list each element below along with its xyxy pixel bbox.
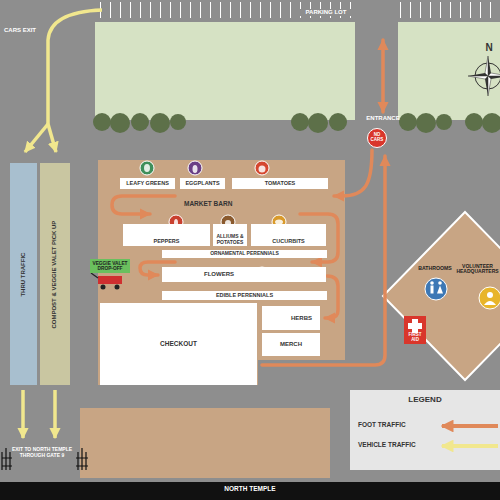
node-text: LEAFY GREENS — [126, 180, 169, 186]
node-text: NO CARS — [369, 133, 385, 143]
traffic-lane: COMPOST & VEGGIE VALET PICK UP — [40, 163, 70, 385]
area-label: ENTRANCE — [358, 115, 408, 122]
node-text: CUCURBITS — [272, 238, 304, 244]
facility-label: BATHROOMS — [414, 264, 456, 274]
stall-box: LEAFY GREENS — [120, 178, 175, 189]
node-text: COMPOST & VEGGIE VALET PICK UP — [51, 168, 58, 380]
node-text: BATHROOMS — [418, 266, 452, 272]
node-text: ORNAMENTAL PERENNIALS — [210, 251, 279, 257]
valet-sign: VEGGIE VALET DROP-OFF — [90, 259, 130, 273]
checkout-area: CHECKOUT — [100, 303, 257, 385]
node-text: VEGGIE VALET DROP-OFF — [91, 261, 129, 272]
stall-box: EGGPLANTS — [180, 178, 225, 189]
stall-box: PEPPERS — [123, 224, 210, 246]
no-cars-sign: NO CARS — [367, 128, 387, 148]
traffic-lane: THRU TRAFFIC — [10, 163, 37, 385]
node-text: ALLIUMS & POTATOES — [214, 234, 246, 245]
aisle-bar: EDIBLE PERENNIALS — [162, 291, 327, 300]
legend-title: LEGEND — [400, 395, 450, 404]
node-text: VOLUNTEER HEADQUARTERS — [456, 264, 498, 275]
stall-box: MERCH — [262, 333, 320, 356]
legend-text: VEHICLE TRAFFIC — [358, 441, 436, 448]
node-text: EGGPLANTS — [185, 180, 219, 186]
node-text: HERBS — [291, 315, 312, 322]
stall-box: FLOWERS — [162, 267, 326, 282]
first-aid-cross — [408, 323, 422, 329]
area-label: CARS EXIT — [4, 27, 42, 34]
node-text: EDIBLE PERENNIALS — [216, 292, 273, 298]
node-text: PEPPERS — [154, 238, 180, 244]
node-text: TOMATOES — [265, 180, 296, 186]
node-text: MARKET BARN — [184, 200, 232, 207]
exit-label: EXIT TO NORTH TEMPLE THROUGH GATE 9 — [10, 447, 74, 459]
first-aid-box: FIRST AID — [404, 316, 426, 344]
compass-letter: N — [482, 42, 496, 54]
node-text: FLOWERS — [204, 271, 234, 278]
node-text: MERCH — [280, 341, 302, 348]
road-label: NORTH TEMPLE — [180, 485, 320, 492]
facility-label: VOLUNTEER HEADQUARTERS — [456, 260, 499, 278]
stall-box: TOMATOES — [232, 178, 328, 189]
stall-box: ALLIUMS & POTATOES — [213, 224, 247, 246]
stall-box: HERBS — [262, 306, 320, 330]
aisle-bar: ORNAMENTAL PERENNIALS — [162, 250, 327, 258]
node-text: FIRST AID — [405, 333, 425, 343]
node-text: CHECKOUT — [160, 340, 197, 347]
legend-text: FOOT TRAFFIC — [358, 421, 436, 428]
node-text: THRU TRAFFIC — [20, 168, 27, 380]
area-label: PARKING LOT — [296, 9, 356, 16]
stall-box: CUCURBITS — [251, 224, 326, 246]
barn-region: MARKET BARN LEAFY GREENS EGGPLANTS TOMATOES… — [98, 160, 345, 360]
